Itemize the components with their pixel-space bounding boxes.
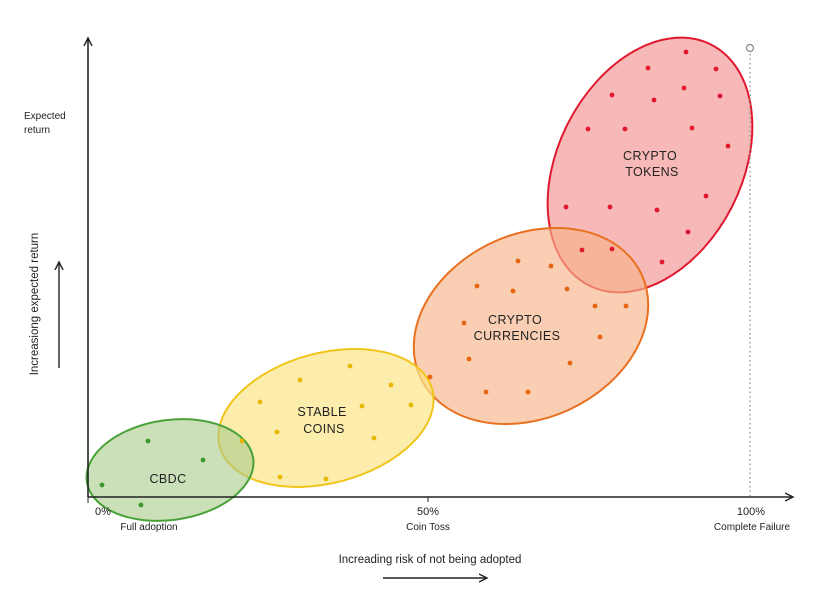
cbdc-dots — [99, 438, 206, 508]
crypto-currencies-label: CRYPTO CURRENCIES — [474, 313, 561, 343]
data-point — [474, 283, 480, 289]
data-point — [607, 204, 613, 210]
data-point — [427, 374, 433, 380]
data-point — [717, 93, 723, 99]
data-point — [525, 389, 531, 395]
x-tick-caption-50: Coin Toss — [406, 522, 450, 533]
data-point — [359, 403, 365, 409]
data-point — [585, 126, 591, 132]
y-axis-top-label: Expected return — [24, 111, 68, 136]
data-point — [461, 320, 467, 326]
data-point — [466, 356, 472, 362]
stable-coins-label: STABLE COINS — [297, 405, 350, 436]
data-point — [681, 85, 687, 91]
data-point — [483, 389, 489, 395]
data-point — [99, 482, 105, 488]
data-point — [713, 66, 719, 72]
data-point — [138, 502, 144, 508]
crypto-currencies-dots — [427, 258, 629, 395]
reference-line-endpoint — [745, 43, 755, 53]
data-point — [515, 258, 521, 264]
data-point — [651, 97, 657, 103]
data-point — [323, 476, 329, 482]
data-point — [659, 259, 665, 265]
data-point — [689, 125, 695, 131]
data-point — [257, 399, 263, 405]
data-point — [347, 363, 353, 369]
x-tick-label-100: 100% — [737, 506, 765, 518]
x-tick-caption-0: Full adoption — [120, 522, 177, 533]
x-tick-caption-100: Complete Failure — [714, 522, 791, 533]
x-tick-label-0: 0% — [95, 506, 111, 518]
data-point — [592, 303, 598, 309]
data-point — [579, 247, 585, 253]
data-point — [510, 288, 516, 294]
data-point — [408, 402, 414, 408]
data-point — [683, 49, 689, 55]
data-point — [371, 435, 377, 441]
data-point — [277, 474, 283, 480]
data-point — [297, 377, 303, 383]
crypto-tokens-dots — [563, 49, 731, 265]
data-point — [622, 126, 628, 132]
cbdc-ellipse — [85, 418, 255, 522]
group-cbdc — [85, 418, 255, 522]
x-axis-label: Increading risk of not being adopted — [339, 554, 522, 566]
data-point — [609, 92, 615, 98]
data-point — [564, 286, 570, 292]
data-point — [548, 263, 554, 269]
data-point — [623, 303, 629, 309]
x-tick-label-50: 50% — [417, 506, 439, 518]
data-point — [654, 207, 660, 213]
data-point — [239, 438, 245, 444]
crypto-tokens-label: CRYPTO TOKENS — [623, 149, 681, 179]
data-point — [645, 65, 651, 71]
data-point — [563, 204, 569, 210]
y-axis-side-label: Increasiong expected return — [29, 233, 41, 376]
data-point — [725, 143, 731, 149]
stable-coins-dots — [239, 363, 414, 482]
data-point — [200, 457, 206, 463]
data-point — [388, 382, 394, 388]
data-point — [567, 360, 573, 366]
data-point — [274, 429, 280, 435]
data-point — [145, 438, 151, 444]
data-point — [609, 246, 615, 252]
data-point — [703, 193, 709, 199]
cbdc-label: CBDC — [149, 472, 186, 486]
data-point — [597, 334, 603, 340]
data-point — [685, 229, 691, 235]
